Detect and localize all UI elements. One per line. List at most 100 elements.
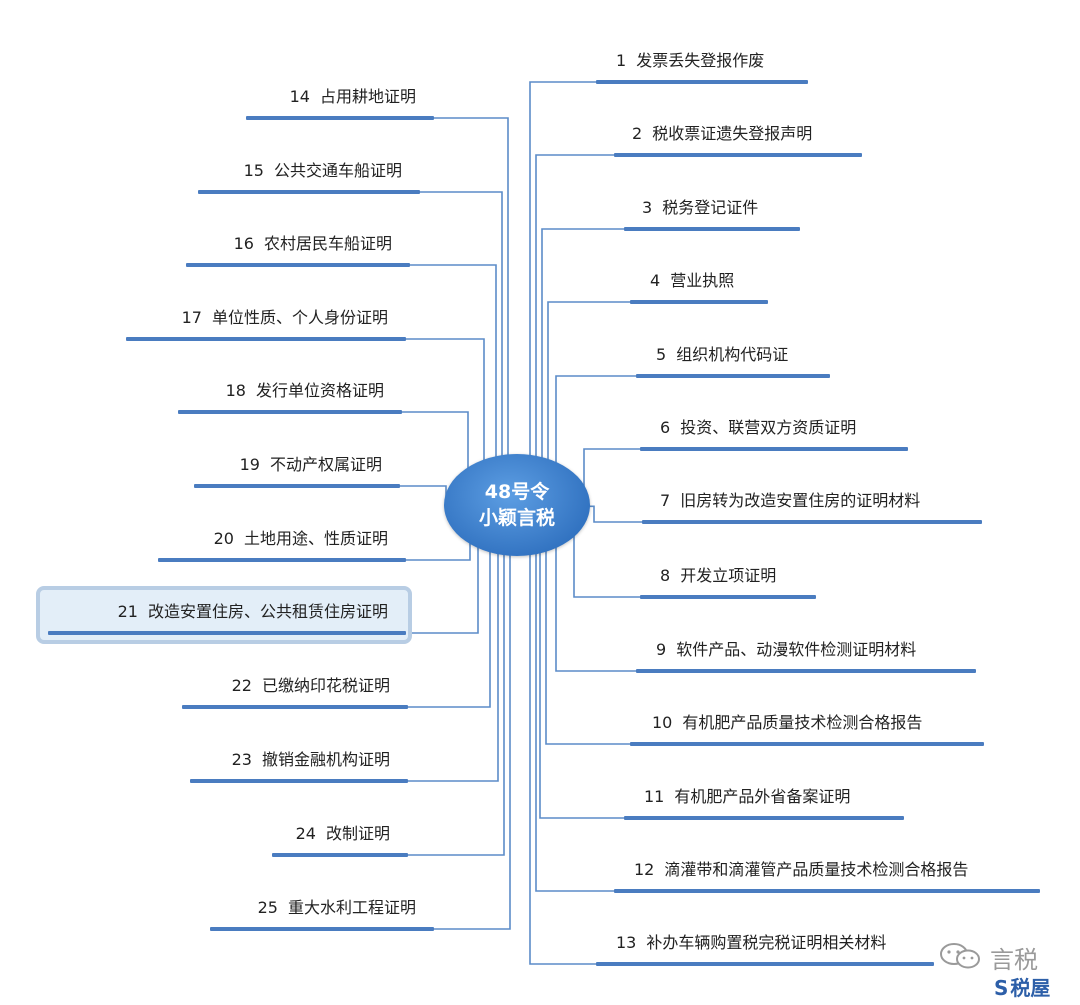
branch-item-4: 4 营业执照 [650,266,734,296]
branch-label: 单位性质、个人身份证明 [211,308,388,327]
branch-item-10: 10 有机肥产品质量技术检测合格报告 [652,708,922,738]
wechat-icon [940,943,980,969]
branch-underline [642,520,982,524]
branch-underline [272,853,408,857]
branch-number: 12 [634,860,655,879]
branch-underline [186,263,410,267]
branch-item-12: 12 滴灌带和滴灌管产品质量技术检测合格报告 [634,855,968,885]
watermark-name: 言税 [990,946,1038,974]
branch-label: 土地用途、性质证明 [243,529,388,548]
branch-item-22: 22 已缴纳印花税证明 [182,671,390,701]
branch-label: 补办车辆购置税完税证明相关材料 [646,933,887,952]
branch-number: 3 [642,198,653,217]
branch-underline [596,80,808,84]
branch-label: 不动产权属证明 [269,455,382,474]
branch-number: 13 [616,933,637,952]
branch-underline [182,705,408,709]
branch-number: 4 [650,271,661,290]
branch-label: 投资、联营双方资质证明 [680,418,857,437]
branch-label: 有机肥产品质量技术检测合格报告 [682,713,923,732]
branch-item-14: 14 占用耕地证明 [246,82,416,112]
branch-label: 占用耕地证明 [319,87,416,106]
branch-number: 25 [257,898,278,917]
branch-underline [614,153,862,157]
branch-label: 滴灌带和滴灌管产品质量技术检测合格报告 [664,860,969,879]
branch-label: 税务登记证件 [662,198,759,217]
branch-number: 10 [652,713,673,732]
branch-number: 1 [616,51,627,70]
branch-item-3: 3 税务登记证件 [642,193,758,223]
branch-item-6: 6 投资、联营双方资质证明 [660,413,856,443]
branch-item-8: 8 开发立项证明 [660,561,776,591]
branch-underline [158,558,406,562]
branch-number: 22 [231,676,252,695]
branch-number: 14 [289,87,310,106]
branch-number: 6 [660,418,671,437]
branch-label: 改造安置住房、公共租赁住房证明 [147,602,388,621]
branch-underline [596,962,934,966]
branch-underline [246,116,434,120]
branch-item-5: 5 组织机构代码证 [656,340,788,370]
branch-label: 改制证明 [325,824,390,843]
branch-label: 有机肥产品外省备案证明 [674,787,851,806]
center-node: 48号令 小颖言税 [444,454,590,556]
branch-item-2: 2 税收票证遗失登报声明 [632,119,812,149]
branch-item-25: 25 重大水利工程证明 [210,893,416,923]
branch-label: 发票丢失登报作废 [636,51,765,70]
branch-label: 营业执照 [670,271,735,290]
branch-underline [640,595,816,599]
branch-item-20: 20 土地用途、性质证明 [158,524,388,554]
branch-underline [624,227,800,231]
branch-number: 16 [233,234,254,253]
branch-underline [636,669,976,673]
branch-underline [624,816,904,820]
branch-label: 已缴纳印花税证明 [261,676,390,695]
branch-number: 5 [656,345,667,364]
connector-right-11 [527,529,624,819]
branch-item-15: 15 公共交通车船证明 [198,156,402,186]
center-subtitle: 小颖言税 [478,507,555,529]
branch-underline [630,742,984,746]
branch-number: 2 [632,124,643,143]
branch-underline [48,631,406,635]
branch-underline [198,190,420,194]
watermark-logo-text: 税屋 [1010,976,1051,1000]
branch-item-13: 13 补办车辆购置税完税证明相关材料 [616,928,886,958]
branch-underline [194,484,400,488]
branch-number: 9 [656,640,667,659]
branch-label: 撤销金融机构证明 [261,750,390,769]
branch-item-24: 24 改制证明 [272,819,390,849]
branch-number: 7 [660,491,671,510]
branch-number: 15 [243,161,264,180]
branch-label: 农村居民车船证明 [263,234,392,253]
branch-number: 8 [660,566,671,585]
branch-underline [640,447,908,451]
branch-underline [630,300,768,304]
branch-label: 组织机构代码证 [676,345,789,364]
connector-left-16 [410,264,507,487]
branch-item-16: 16 农村居民车船证明 [186,229,392,259]
connector-left-24 [408,532,507,856]
branch-number: 18 [225,381,246,400]
connector-left-14 [434,117,509,475]
connector-left-15 [420,191,507,481]
connector-right-1 [527,81,596,472]
branch-underline [178,410,402,414]
branch-label: 软件产品、动漫软件检测证明材料 [676,640,917,659]
branch-item-1: 1 发票丢失登报作废 [616,46,764,76]
branch-label: 税收票证遗失登报声明 [652,124,813,143]
branch-underline [636,374,830,378]
branch-label: 重大水利工程证明 [287,898,416,917]
branch-label: 公共交通车船证明 [273,161,402,180]
connector-right-10 [527,523,630,745]
branch-number: 24 [295,824,316,843]
branch-number: 20 [213,529,234,548]
branch-label: 开发立项证明 [680,566,777,585]
connector-right-2 [527,154,614,478]
